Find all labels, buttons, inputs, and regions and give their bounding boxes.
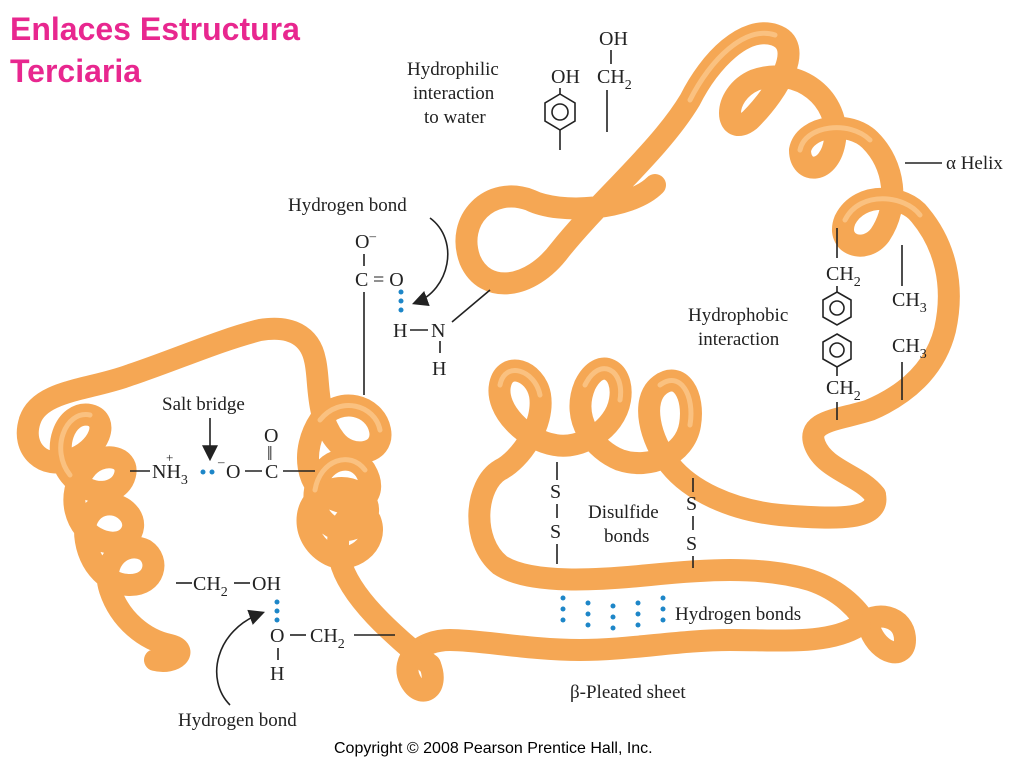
- arrow-icon: [215, 609, 266, 706]
- serine-ch2: CH2: [597, 66, 632, 93]
- title-line-1: Enlaces Estructura: [10, 11, 300, 47]
- strand-middle-coils: [468, 357, 916, 664]
- hydrogen-bonds-label: Hydrogen bonds: [675, 604, 801, 625]
- hydrogen-bond-upper: Hydrogen bond O– C = O H N H: [288, 195, 491, 395]
- hydrophilic-group: Hydrophilic interaction to water OH OH C…: [407, 28, 632, 150]
- carboxyl-eq-o: = O: [373, 269, 404, 291]
- benzene-ring-icon: [822, 333, 852, 368]
- strand-middle-highlight: [497, 366, 694, 428]
- beta-sheet-label: β-Pleated sheet: [570, 682, 686, 703]
- salt-bridge-group: Salt bridge + NH3 – O C O ‖: [130, 394, 315, 488]
- amide-n: N: [431, 320, 445, 342]
- benzene-ring-icon: [822, 291, 852, 326]
- carboxylate-minus: –: [217, 454, 225, 469]
- hydrogen-bond-label-upper: Hydrogen bond: [288, 195, 407, 216]
- serine-oh-bottom: OH: [252, 573, 281, 595]
- strand-beta-lower: [396, 614, 871, 702]
- phenol-oh: OH: [551, 66, 580, 88]
- carboxyl-c: C: [355, 269, 368, 291]
- serine-ch2-bottom: CH2: [193, 573, 228, 600]
- strand-far-left-helix: [16, 403, 191, 672]
- hydrophilic-label-2: interaction: [413, 83, 495, 104]
- hydrophilic-label-3: to water: [424, 107, 486, 128]
- hydrophobic-label-2: interaction: [698, 329, 780, 350]
- hydrogen-bond-label-bottom: Hydrogen bond: [178, 710, 297, 731]
- copyright-notice: Copyright © 2008 Pearson Prentice Hall, …: [334, 740, 653, 757]
- serine-oh: OH: [599, 28, 628, 50]
- bond-line: [451, 289, 491, 323]
- protein-strand: [16, 22, 960, 702]
- phe-ch2-lower: CH2: [826, 377, 861, 404]
- carboxylate-o-double: O: [264, 425, 278, 447]
- alpha-helix-label: α Helix: [946, 153, 1003, 174]
- title-line-2: Terciaria: [10, 53, 142, 89]
- hydrophobic-label-1: Hydrophobic: [688, 305, 788, 326]
- hydroxyl-o: O: [270, 625, 284, 647]
- slide-title: Enlaces Estructura Terciaria: [10, 8, 300, 92]
- amide-h-lower: H: [432, 358, 446, 380]
- strand-left-helix: [19, 317, 441, 676]
- sulfur-2b: S: [686, 533, 697, 555]
- carboxylate-o: O: [226, 461, 240, 483]
- hydroxyl-h: H: [270, 663, 284, 685]
- hydrogen-bond-dots: [560, 595, 666, 631]
- hydrophobic-group: Hydrophobic interaction CH2 CH2 CH3 CH3: [688, 228, 927, 420]
- disulfide-group: S S Disulfide bonds S S: [550, 462, 697, 568]
- hydrogen-bond-lower: CH2 OH O CH2 H Hydrogen bond: [176, 573, 395, 731]
- hydrogen-bonds-group: Hydrogen bonds: [560, 595, 801, 631]
- strand-upper: [455, 22, 960, 506]
- ammonium: NH3: [152, 461, 188, 488]
- phe-ch2-upper: CH2: [826, 263, 861, 290]
- strand-left-highlight: [58, 403, 383, 493]
- carboxylate-c: C: [265, 461, 278, 483]
- sulfur-1b: S: [550, 521, 561, 543]
- sulfur-2a: S: [686, 493, 697, 515]
- ammonium-plus: +: [166, 450, 173, 465]
- strand-upper-highlight: [687, 30, 923, 223]
- disulfide-label-2: bonds: [604, 526, 649, 547]
- benzene-ring-icon: [544, 93, 576, 131]
- arrow-icon: [412, 217, 449, 307]
- disulfide-label-1: Disulfide: [588, 502, 659, 523]
- methyl-upper: CH3: [892, 289, 927, 316]
- double-bond-mark: ‖: [267, 443, 273, 465]
- amide-h: H: [393, 320, 407, 342]
- carboxyl-o-minus: O–: [355, 228, 376, 253]
- methyl-lower: CH3: [892, 335, 927, 362]
- hydrophilic-label-1: Hydrophilic: [407, 59, 499, 80]
- salt-bridge-label: Salt bridge: [162, 394, 245, 415]
- ch2-bottom-right: CH2: [310, 625, 345, 652]
- sulfur-1a: S: [550, 481, 561, 503]
